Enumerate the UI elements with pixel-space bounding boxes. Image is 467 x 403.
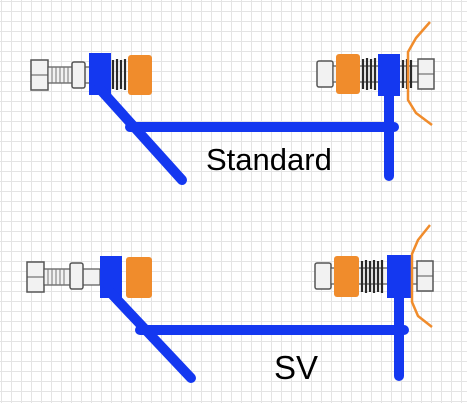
left-spring: [111, 59, 127, 90]
frame-arm: [103, 270, 409, 383]
bolt-nut: [69, 262, 84, 290]
standard-assembly: [30, 21, 435, 185]
bolt-nut: [314, 262, 332, 290]
right-frame-block: [387, 255, 411, 298]
left-bolt: [30, 59, 91, 91]
mount-bracket: [410, 224, 433, 328]
right-spacer: [336, 54, 360, 94]
label-standard: Standard: [206, 142, 332, 177]
bolt-thread: [47, 269, 65, 285]
label-sv: SV: [274, 349, 319, 386]
right-spring: [360, 260, 384, 293]
bolt-nut: [316, 60, 334, 88]
right-spring: [361, 58, 377, 90]
left-frame-block: [89, 53, 111, 95]
left-bolt: [26, 261, 101, 293]
right-spacer: [334, 256, 359, 297]
mount-bracket: [406, 21, 433, 126]
left-spacer: [128, 55, 152, 95]
right-frame-block: [378, 54, 400, 96]
bolt-nut: [71, 61, 86, 89]
left-spacer: [126, 257, 152, 298]
sv-assembly: [26, 224, 434, 383]
bolt-thread: [51, 67, 69, 83]
